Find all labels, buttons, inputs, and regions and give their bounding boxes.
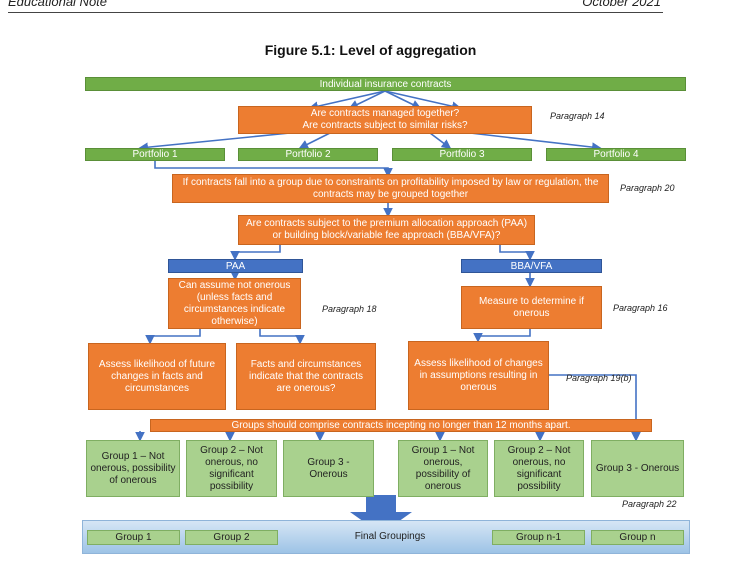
portfolio-4: Portfolio 4 <box>546 148 686 161</box>
final-group-n: Group n <box>591 530 684 545</box>
final-groupings-band <box>82 520 690 554</box>
connector-line <box>429 132 452 149</box>
paragraph-18: Paragraph 18 <box>322 304 377 314</box>
constraint-box: If contracts fall into a group due to co… <box>172 174 609 203</box>
portfolio-3: Portfolio 3 <box>392 148 532 161</box>
question1-line2: Are contracts subject to similar risks? <box>302 120 468 131</box>
connector-line <box>298 132 331 149</box>
final-group-n-minus-1: Group n-1 <box>492 530 585 545</box>
twelve-month-rule: Groups should comprise contracts incepti… <box>150 419 652 432</box>
portfolio-1: Portfolio 1 <box>85 148 225 161</box>
connector-line <box>469 132 602 152</box>
group-1-left: Group 1 – Not onerous, possibility of on… <box>86 440 180 497</box>
connector-line <box>145 328 201 345</box>
connector-line <box>384 90 462 111</box>
big-down-arrow <box>350 495 412 534</box>
paragraph-16: Paragraph 16 <box>613 303 668 313</box>
paa-label: PAA <box>168 259 303 273</box>
facts-indicate-onerous: Facts and circumstances indicate that th… <box>236 343 376 410</box>
connector-line <box>348 90 386 109</box>
header-left: Educational Note <box>8 0 108 9</box>
individual-contracts-bar: Individual insurance contracts <box>85 77 686 91</box>
group-3-left: Group 3 - Onerous <box>283 440 374 497</box>
header-right: October 2021 <box>582 0 661 9</box>
connector-line <box>154 160 393 178</box>
approach-question: Are contracts subject to the premium all… <box>238 215 535 245</box>
final-group-1: Group 1 <box>87 530 180 545</box>
paragraph-19b: Paragraph 19(b) <box>566 373 632 383</box>
managed-together-question: Are contracts managed together? Are cont… <box>238 106 532 134</box>
paa-assume-not-onerous: Can assume not onerous (unless facts and… <box>168 278 301 329</box>
paragraph-14: Paragraph 14 <box>550 111 605 121</box>
final-groupings-label: Final Groupings <box>354 531 426 542</box>
question1-line1: Are contracts managed together? <box>310 108 460 119</box>
figure-title: Figure 5.1: Level of aggregation <box>264 42 477 58</box>
connector-line <box>259 328 305 345</box>
group-2-left: Group 2 – Not onerous, no significant po… <box>186 440 277 497</box>
measure-onerous-box: Measure to determine if onerous <box>461 286 602 329</box>
portfolio-2: Portfolio 2 <box>238 148 378 161</box>
final-group-2: Group 2 <box>185 530 278 545</box>
group-3-right: Group 3 - Onerous <box>591 440 684 497</box>
connector-line <box>138 132 291 152</box>
connector-line <box>230 244 281 261</box>
assess-future-changes: Assess likelihood of future changes in f… <box>88 343 226 410</box>
header-rule <box>8 12 663 13</box>
paragraph-20: Paragraph 20 <box>620 183 675 193</box>
connector-line <box>473 329 531 343</box>
bba-vfa-label: BBA/VFA <box>461 259 602 273</box>
assess-assumption-changes: Assess likelihood of changes in assumpti… <box>408 341 549 410</box>
connector-line <box>499 244 535 261</box>
connector-line <box>384 90 422 109</box>
group-2-right: Group 2 – Not onerous, no significant po… <box>494 440 584 497</box>
group-1-right: Group 1 – Not onerous, possibility of on… <box>398 440 488 497</box>
connector-line <box>308 90 386 111</box>
connector-line <box>548 374 641 442</box>
paragraph-22: Paragraph 22 <box>622 499 677 509</box>
